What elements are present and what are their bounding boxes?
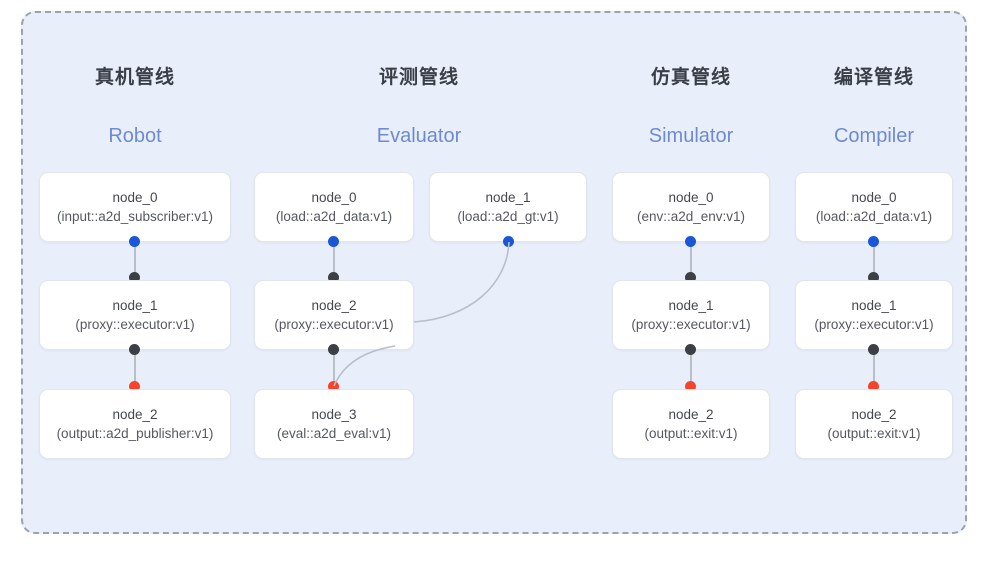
port-output-simulator-1[interactable] — [685, 344, 696, 355]
node-name: node_2 — [311, 298, 357, 313]
node-compiler-0[interactable]: node_0 (load::a2d_data:v1) — [795, 172, 953, 242]
port-input-compiler-1[interactable] — [868, 272, 879, 283]
column-title-cn-evaluator: 评测管线 — [378, 67, 459, 88]
column-title-en-evaluator: Evaluator — [376, 125, 462, 147]
node-name: node_0 — [311, 190, 357, 205]
node-simulator-1[interactable]: node_1 (proxy::executor:v1) — [612, 280, 770, 350]
edge-evaluator-0-2 — [333, 242, 335, 278]
column-title-en-compiler: Compiler — [833, 125, 915, 147]
node-spec: (load::a2d_gt:v1) — [457, 209, 559, 224]
node-spec: (input::a2d_subscriber:v1) — [56, 209, 214, 224]
port-output-robot-1[interactable] — [129, 344, 140, 355]
node-compiler-1[interactable]: node_1 (proxy::executor:v1) — [795, 280, 953, 350]
node-spec: (output::exit:v1) — [644, 426, 738, 441]
port-input-robot-1[interactable] — [129, 272, 140, 283]
node-spec: (env::a2d_env:v1) — [636, 209, 746, 224]
node-name: node_0 — [668, 190, 714, 205]
node-spec: (eval::a2d_eval:v1) — [276, 426, 392, 441]
edge-compiler-0-1 — [873, 242, 875, 278]
port-output-evaluator-1[interactable] — [503, 236, 514, 247]
node-spec: (load::a2d_data:v1) — [275, 209, 393, 224]
port-input-simulator-1[interactable] — [685, 272, 696, 283]
column-title-en-simulator: Simulator — [648, 125, 734, 147]
node-name: node_0 — [112, 190, 158, 205]
node-robot-0[interactable]: node_0 (input::a2d_subscriber:v1) — [39, 172, 231, 242]
column-title-cn-simulator: 仿真管线 — [650, 67, 731, 88]
node-name: node_1 — [851, 298, 897, 313]
node-spec: (load::a2d_data:v1) — [815, 209, 933, 224]
node-name: node_2 — [668, 407, 714, 422]
port-input-evaluator-2[interactable] — [328, 272, 339, 283]
node-robot-2[interactable]: node_2 (output::a2d_publisher:v1) — [39, 389, 231, 459]
node-robot-1[interactable]: node_1 (proxy::executor:v1) — [39, 280, 231, 350]
node-spec: (proxy::executor:v1) — [75, 317, 195, 332]
node-name: node_1 — [485, 190, 531, 205]
node-name: node_1 — [668, 298, 714, 313]
node-spec: (proxy::executor:v1) — [814, 317, 934, 332]
node-spec: (proxy::executor:v1) — [631, 317, 751, 332]
node-compiler-2[interactable]: node_2 (output::exit:v1) — [795, 389, 953, 459]
port-input-simulator-2[interactable] — [685, 381, 696, 392]
node-evaluator-3[interactable]: node_3 (eval::a2d_eval:v1) — [254, 389, 414, 459]
edge-robot-0-1 — [134, 242, 136, 278]
port-output-evaluator-2[interactable] — [328, 344, 339, 355]
node-simulator-0[interactable]: node_0 (env::a2d_env:v1) — [612, 172, 770, 242]
port-output-compiler-0[interactable] — [868, 236, 879, 247]
node-spec: (proxy::executor:v1) — [274, 317, 394, 332]
port-input-evaluator-3[interactable] — [328, 381, 339, 392]
node-name: node_2 — [112, 407, 158, 422]
edge-simulator-1-2 — [690, 350, 692, 386]
node-name: node_0 — [851, 190, 897, 205]
edge-simulator-0-1 — [690, 242, 692, 278]
edge-compiler-1-2 — [873, 350, 875, 386]
column-title-en-robot: Robot — [108, 125, 162, 147]
node-simulator-2[interactable]: node_2 (output::exit:v1) — [612, 389, 770, 459]
column-title-cn-compiler: 编译管线 — [833, 67, 914, 88]
node-name: node_3 — [311, 407, 357, 422]
node-spec: (output::exit:v1) — [827, 426, 921, 441]
node-evaluator-0[interactable]: node_0 (load::a2d_data:v1) — [254, 172, 414, 242]
column-title-cn-robot: 真机管线 — [94, 67, 175, 88]
node-spec: (output::a2d_publisher:v1) — [56, 426, 214, 441]
port-input-robot-2[interactable] — [129, 381, 140, 392]
edge-robot-1-2 — [134, 350, 136, 386]
port-output-robot-0[interactable] — [129, 236, 140, 247]
node-name: node_2 — [851, 407, 897, 422]
node-evaluator-2[interactable]: node_2 (proxy::executor:v1) — [254, 280, 414, 350]
port-output-compiler-1[interactable] — [868, 344, 879, 355]
port-input-compiler-2[interactable] — [868, 381, 879, 392]
port-output-evaluator-0[interactable] — [328, 236, 339, 247]
node-name: node_1 — [112, 298, 158, 313]
port-output-simulator-0[interactable] — [685, 236, 696, 247]
node-evaluator-1[interactable]: node_1 (load::a2d_gt:v1) — [429, 172, 587, 242]
